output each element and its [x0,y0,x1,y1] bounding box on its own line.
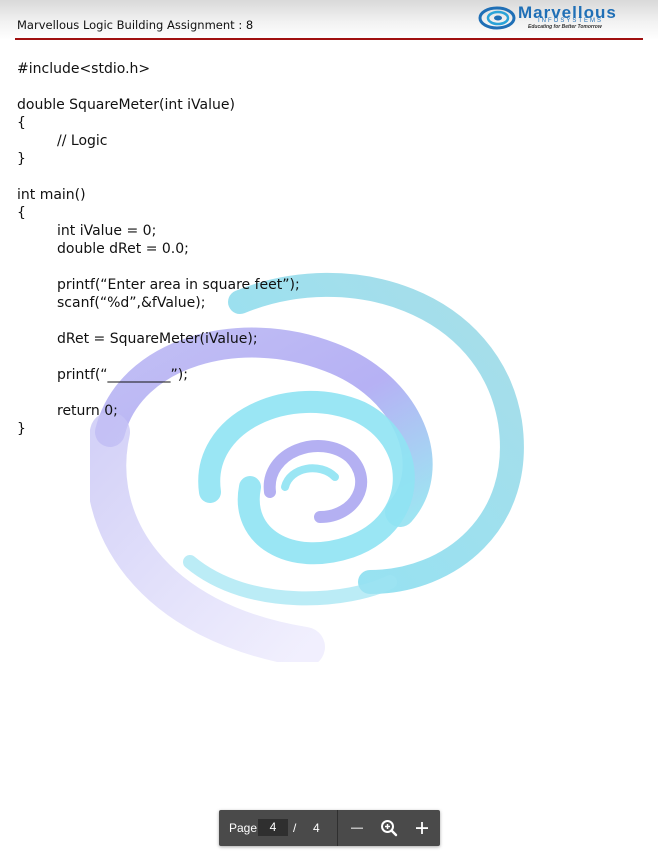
page-number-input[interactable] [258,819,288,836]
code-line: printf(“_________”); [57,367,188,383]
zoom-button[interactable] [377,816,401,840]
code-line: } [17,151,26,167]
marvellous-logo: Marvellous INFOSYSTEMS Educating for Bet… [478,4,640,30]
logo-wordmark: Marvellous [518,3,617,22]
logo-subtitle: INFOSYSTEMS [538,18,604,24]
logo-tagline: Educating for Better Tomorrow [528,24,602,30]
magnifier-plus-icon [381,820,398,837]
code-line: int iValue = 0; [57,223,157,239]
page-total: 4 [313,821,320,835]
page-label: Page [229,821,258,835]
code-line: printf(“Enter area in square feet”); [57,277,300,293]
zoom-in-button[interactable] [410,816,434,840]
code-blank-line [17,348,617,366]
code-line: return 0; [57,403,118,419]
code-blank-line [17,168,617,186]
code-line: int main() [17,187,86,203]
code-line: #include<stdio.h> [17,61,151,77]
plus-icon [416,822,428,834]
logo-swirl-icon [478,6,516,30]
toolbar-divider [337,810,338,846]
code-line: double dRet = 0.0; [57,241,189,257]
code-line: // Logic [57,133,108,149]
document-title: Marvellous Logic Building Assignment : 8 [17,18,254,32]
code-line: dRet = SquareMeter(iValue); [57,331,258,347]
zoom-out-button[interactable] [345,816,369,840]
minus-icon [351,827,363,829]
page-header: Marvellous Logic Building Assignment : 8… [0,0,658,40]
code-line: { [17,115,26,131]
pdf-toolbar: Page / 4 [219,810,440,846]
code-blank-line [17,384,617,402]
code-line: } [17,421,26,437]
code-blank-line [17,258,617,276]
code-line: double SquareMeter(int iValue) [17,97,235,113]
header-divider [15,38,643,40]
code-blank-line [17,78,617,96]
code-line: { [17,205,26,221]
code-blank-line [17,312,617,330]
code-line: scanf(“%d”,&fValue); [57,295,206,311]
page-separator: / [293,821,297,835]
swirl-watermark [90,272,524,662]
code-listing: #include<stdio.h> double SquareMeter(int … [17,60,617,438]
